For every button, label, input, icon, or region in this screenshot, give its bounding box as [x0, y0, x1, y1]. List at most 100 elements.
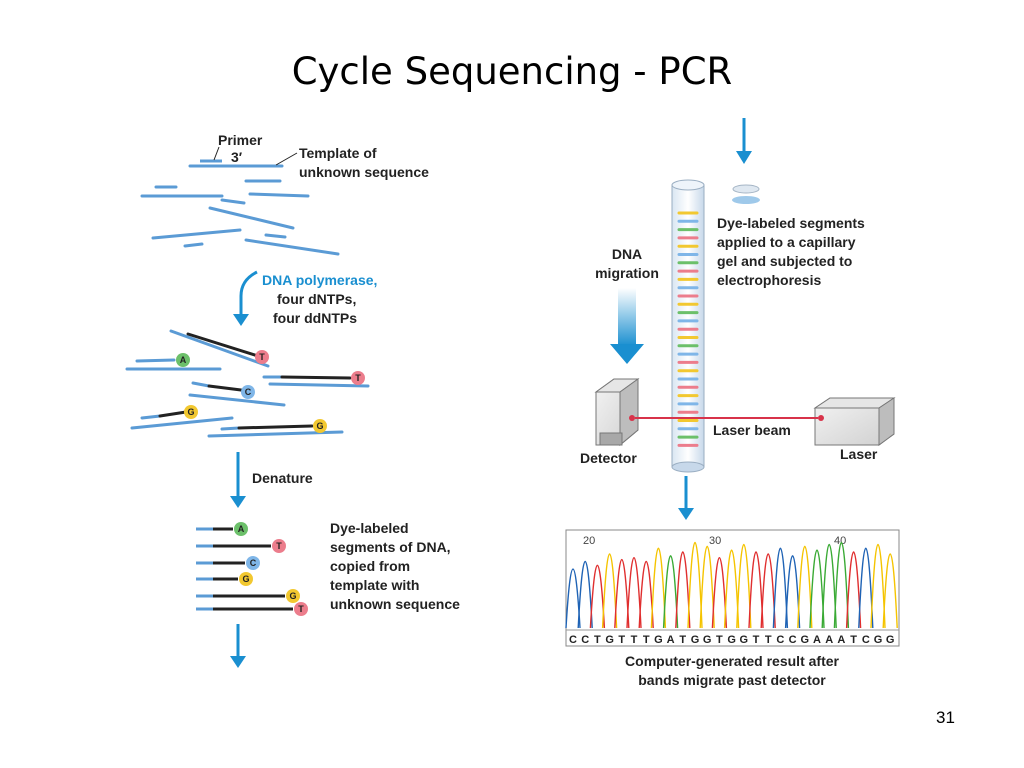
result-label-3: copied from [330, 558, 410, 574]
step1-label-3: four ddNTPs [273, 310, 357, 326]
base-C-marker-1: C [241, 385, 255, 399]
sequence-base-14: G [740, 634, 749, 646]
chromatogram-tick-30: 30 [709, 535, 721, 547]
dna-migration-arrow [610, 288, 644, 364]
output-arrow [678, 476, 694, 520]
base-A-marker-1: A [176, 353, 190, 367]
template-leader-line [275, 152, 298, 166]
svg-text:A: A [180, 355, 187, 365]
result-label-5: unknown sequence [330, 596, 460, 612]
chromatogram-peak [577, 560, 593, 629]
slide-title: Cycle Sequencing - PCR [291, 50, 733, 93]
svg-text:G: G [289, 591, 296, 601]
polymerase-step-arrow [233, 270, 258, 326]
primer-label: Primer [218, 132, 263, 148]
chromatogram-peak [614, 558, 630, 629]
capillary-label-3: gel and subjected to [717, 253, 852, 269]
detector-box [594, 378, 640, 447]
sequence-base-8: A [667, 634, 675, 646]
chromatogram-peak [809, 549, 825, 629]
chromatogram-peak [870, 543, 886, 629]
step1-label-1: DNA polymerase, [262, 272, 377, 288]
capillary-label-1: Dye-labeled segments [717, 215, 865, 231]
primer-leader-line [213, 146, 220, 161]
sequence-base-26: G [886, 634, 895, 646]
sequence-base-3: G [605, 634, 614, 646]
denatured-base-G-1: G [239, 572, 253, 586]
denatured-segments [196, 527, 293, 611]
base-T-marker-1: T [255, 350, 269, 364]
dna-migration-label-2: migration [595, 265, 659, 281]
dna-migration-label-1: DNA [612, 246, 642, 262]
sequence-base-16: T [765, 634, 772, 646]
chromatogram-caption-2: bands migrate past detector [638, 672, 826, 688]
sequence-base-9: T [679, 634, 686, 646]
chromatogram-tick-40: 40 [834, 535, 846, 547]
chromatogram-peak [650, 547, 667, 629]
chromatogram-peak [882, 553, 898, 629]
svg-text:T: T [355, 373, 361, 383]
sequence-base-21: A [825, 634, 833, 646]
chromatogram-peak [821, 543, 837, 629]
chromatogram-peak [675, 551, 691, 629]
sequence-base-18: C [789, 634, 797, 646]
template-strands [140, 164, 340, 256]
sequence-base-12: T [716, 634, 723, 646]
sequence-base-22: A [837, 634, 845, 646]
svg-text:T: T [259, 352, 265, 362]
chromatogram-peak [638, 560, 654, 629]
detector-label: Detector [580, 450, 637, 466]
gel-bands [677, 211, 699, 447]
sequence-base-20: A [813, 634, 821, 646]
chromatogram-peak [589, 564, 606, 629]
result-label-4: template with [330, 577, 419, 593]
base-G-marker-1: G [184, 405, 198, 419]
base-G-marker-2: G [313, 419, 327, 433]
laser-beam-label: Laser beam [713, 422, 791, 438]
sequence-base-19: G [801, 634, 810, 646]
template-label-2: unknown sequence [299, 164, 429, 180]
sequence-base-24: C [862, 634, 870, 646]
denature-label: Denature [252, 470, 313, 486]
sequence-base-1: C [581, 634, 589, 646]
sequence-base-23: T [850, 634, 857, 646]
sequence-base-17: C [776, 634, 784, 646]
extension-products [125, 329, 370, 438]
svg-text:C: C [245, 387, 252, 397]
laser-label: Laser [840, 446, 878, 462]
chromatogram-peak [601, 553, 618, 629]
denatured-base-T-2: T [294, 602, 308, 616]
chromatogram-peak [736, 543, 752, 629]
chromatogram-peak [760, 553, 776, 629]
chromatogram-peak [662, 555, 679, 629]
sample-drop-icon [732, 184, 760, 204]
chromatogram-peak [784, 555, 801, 629]
svg-text:G: G [187, 407, 194, 417]
capillary-label-4: electrophoresis [717, 272, 821, 288]
denatured-base-T-1: T [272, 539, 286, 553]
laser-box [813, 397, 896, 446]
chromatogram-peak [565, 568, 581, 629]
sequence-base-10: G [691, 634, 700, 646]
sequence-base-7: G [654, 634, 663, 646]
chromatogram-peak [772, 547, 789, 629]
svg-text:A: A [238, 524, 245, 534]
chromatogram-peak [858, 547, 874, 629]
svg-text:G: G [242, 574, 249, 584]
sequence-base-11: G [703, 634, 712, 646]
denature-step-arrow [230, 452, 246, 508]
svg-text:T: T [276, 541, 282, 551]
sequence-base-0: C [569, 634, 577, 646]
chromatogram-peaks [565, 541, 898, 629]
primer-3prime-label: 3′ [231, 149, 243, 165]
chromatogram-peak [711, 557, 728, 629]
chromatogram-peak [797, 545, 813, 629]
chromatogram-peak [748, 551, 764, 629]
result-label-1: Dye-labeled [330, 520, 409, 536]
sequence-base-2: T [594, 634, 601, 646]
sequence-base-5: T [631, 634, 638, 646]
chromatogram-peak [699, 545, 715, 629]
